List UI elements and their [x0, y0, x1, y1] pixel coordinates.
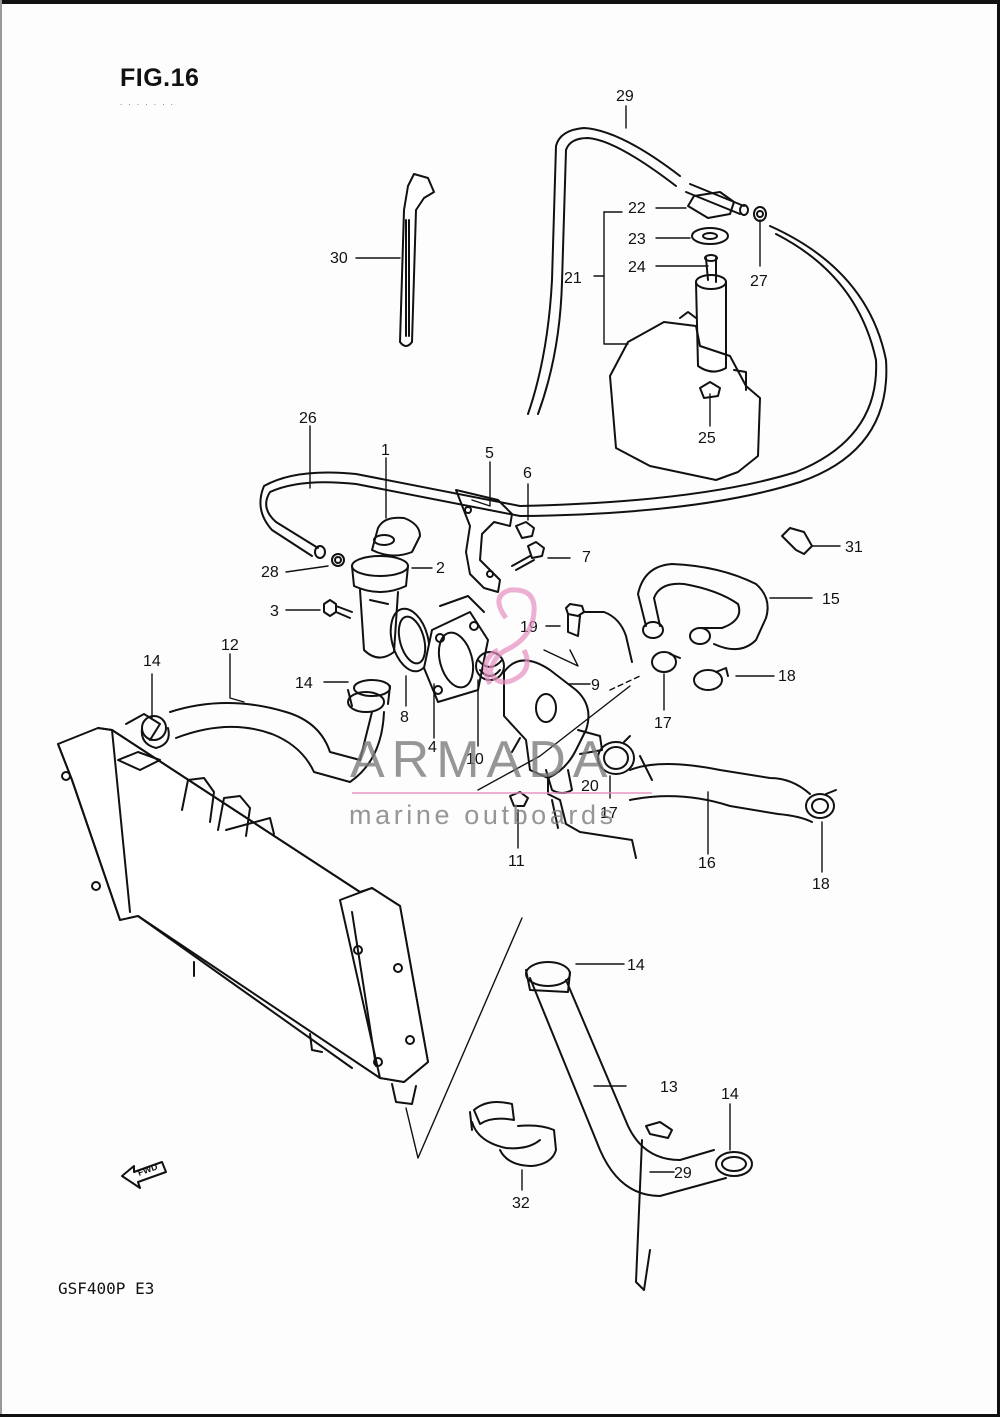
callout-11: 11 [508, 853, 525, 870]
callout-32: 32 [512, 1195, 530, 1212]
clip-31 [781, 527, 813, 555]
page-border-right [997, 0, 1000, 1417]
callout-27: 27 [750, 273, 768, 290]
gasket-8 [389, 607, 431, 673]
callout-26: 26 [299, 410, 317, 427]
callout-14-middle: 14 [295, 675, 313, 692]
callout-14-lower: 14 [627, 957, 645, 974]
callout-13: 13 [660, 1079, 678, 1096]
callout-31: 31 [845, 539, 863, 556]
callout-14-right: 14 [721, 1086, 739, 1103]
filler-neck [351, 516, 421, 659]
temperature-sensor [565, 603, 633, 663]
fwd-arrow [121, 1161, 167, 1189]
breather-hose [259, 225, 888, 559]
clamp-17-upper [651, 651, 681, 673]
callout-29-bottom: 29 [674, 1165, 692, 1182]
page-border-top [0, 0, 1000, 4]
clamp-18-upper [693, 667, 729, 691]
callout-14-left: 14 [143, 653, 161, 670]
callout-1: 1 [381, 442, 390, 459]
callout-7: 7 [582, 549, 591, 566]
cap-gasket [691, 227, 729, 245]
radiator [57, 713, 429, 1105]
callout-6: 6 [523, 465, 532, 482]
callout-12: 12 [221, 637, 239, 654]
callout-2: 2 [436, 560, 445, 577]
reservoir-tank [609, 254, 761, 481]
hose-clamp-32 [469, 1101, 557, 1167]
callout-17-upper: 17 [654, 715, 672, 732]
callout-3: 3 [270, 603, 279, 620]
callout-23: 23 [628, 231, 646, 248]
cable-band [399, 173, 435, 347]
figure-title: FIG.16 [120, 64, 200, 92]
callout-25: 25 [698, 430, 716, 447]
figure-subtitle: . . . . . . . [120, 98, 175, 107]
watermark-tagline: marine outboards [349, 800, 617, 830]
callout-28: 28 [261, 564, 279, 581]
upper-hose-12 [140, 679, 391, 783]
lower-hose [525, 961, 727, 1197]
watermark-emblem [483, 587, 537, 686]
hose-16 [629, 755, 813, 823]
callout-labels: 1 2 3 4 5 6 7 8 9 10 11 12 13 14 14 14 1… [136, 88, 863, 1212]
clamp-28 [331, 553, 345, 567]
callout-8: 8 [400, 709, 409, 726]
clamp-17-lower [597, 735, 635, 775]
callout-29-top: 29 [616, 88, 634, 105]
hose-holder-bottom [635, 1121, 673, 1291]
sensor-20-wire [547, 777, 637, 859]
callout-15: 15 [822, 591, 840, 608]
clamp-27 [753, 206, 767, 222]
callout-17-lower: 17 [600, 805, 618, 822]
bolt-3 [323, 599, 353, 619]
page-border-bottom [0, 1414, 1000, 1417]
callout-16: 16 [698, 855, 716, 872]
clamp-14-right [715, 1151, 753, 1177]
clamp-18-lower [805, 789, 837, 819]
callout-30: 30 [330, 250, 348, 267]
callout-5: 5 [485, 445, 494, 462]
model-code: GSF400P E3 [58, 1279, 155, 1298]
callout-22: 22 [628, 200, 646, 217]
callout-10: 10 [466, 751, 484, 768]
leader-lines [151, 105, 841, 1191]
callout-20: 20 [581, 778, 599, 795]
mounting-bracket [455, 489, 513, 593]
bolt-6 [515, 521, 535, 539]
bolt-7 [511, 541, 545, 571]
callout-24: 24 [628, 259, 646, 276]
watermark-divider [352, 792, 652, 794]
bypass-hose-15 [637, 563, 769, 651]
page-border-left [0, 0, 2, 1417]
callout-18-lower: 18 [812, 876, 830, 893]
watermark-brand: ARMADA [350, 731, 615, 789]
callout-18-upper: 18 [778, 668, 796, 685]
callout-9: 9 [591, 677, 600, 694]
callout-21: 21 [564, 270, 582, 287]
overflow-hose-top [527, 127, 749, 415]
callout-4: 4 [428, 739, 437, 756]
